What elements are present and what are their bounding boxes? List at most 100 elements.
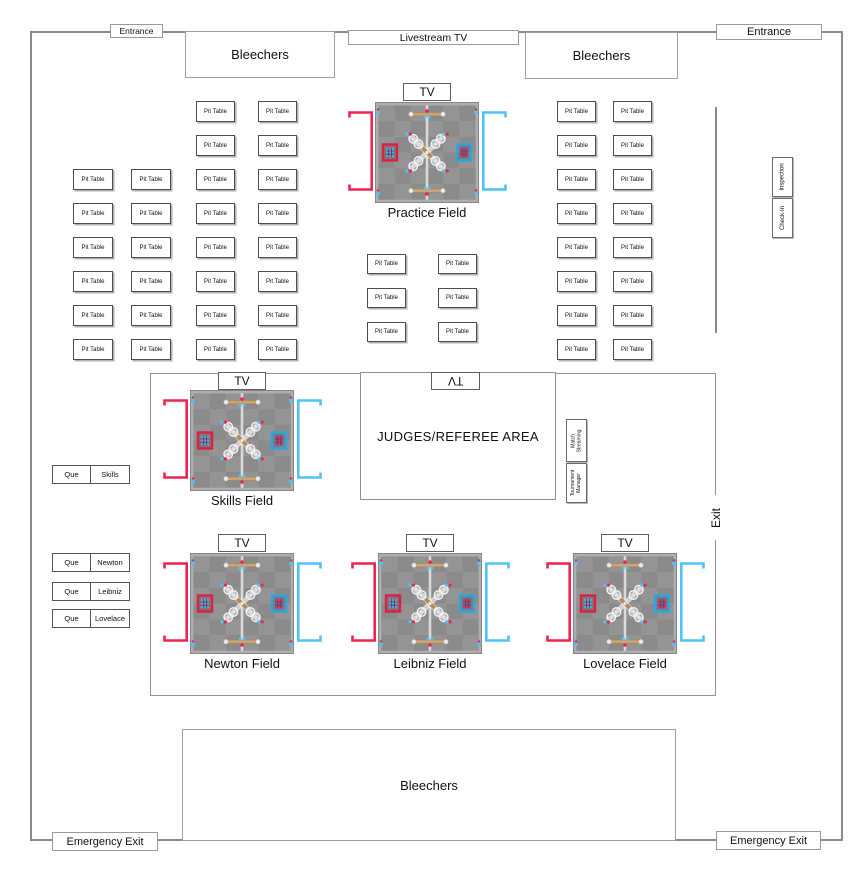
pit-table: Pit Table	[258, 203, 297, 224]
pit-table: Pit Table	[613, 169, 652, 190]
field-name-label: Leibniz Field	[393, 656, 467, 671]
blue-alliance-station	[296, 562, 322, 642]
pit-table-label: Pit Table	[81, 210, 105, 217]
pit-table: Pit Table	[131, 305, 171, 326]
pit-table: Pit Table	[613, 271, 652, 292]
field-graphic	[378, 553, 482, 654]
red-alliance-bracket-icon	[545, 562, 571, 642]
inspection-label: Inspection	[779, 163, 786, 191]
emergency-exit-label-bottom-left: Emergency Exit	[52, 832, 158, 851]
blue-alliance-station	[484, 562, 510, 642]
pit-table-label: Pit Table	[266, 108, 289, 115]
pit-table-label: Pit Table	[266, 312, 289, 319]
field-graphic	[375, 102, 479, 203]
pit-table: Pit Table	[73, 169, 113, 190]
match-streaming-label: Match Streaming	[571, 429, 583, 452]
pit-table-label: Pit Table	[266, 210, 289, 217]
pit-table-label: Pit Table	[204, 244, 227, 251]
check-in-label: Check-In	[779, 205, 786, 231]
queue-cell-destination: Newton	[90, 553, 130, 572]
pit-area-divider-wall	[715, 107, 717, 333]
red-alliance-station	[545, 562, 571, 642]
pit-table: Pit Table	[196, 305, 235, 326]
pit-table-label: Pit Table	[565, 278, 588, 285]
field-practice	[375, 102, 479, 203]
field-tv-label: TV	[419, 85, 435, 99]
blue-alliance-bracket-icon	[296, 562, 322, 642]
field-graphic	[573, 553, 677, 654]
pit-table-label: Pit Table	[266, 244, 289, 251]
blue-alliance-bracket-icon	[484, 562, 510, 642]
pit-table: Pit Table	[613, 305, 652, 326]
pit-table: Pit Table	[196, 339, 235, 360]
pit-table: Pit Table	[557, 101, 596, 122]
pit-table: Pit Table	[258, 237, 297, 258]
field-name-label: Lovelace Field	[583, 656, 667, 671]
pit-table-label: Pit Table	[621, 210, 644, 217]
pit-table: Pit Table	[557, 305, 596, 326]
entrance-label-top-left: Entrance	[110, 24, 163, 38]
tournament-manager-line2: Manager	[576, 473, 583, 493]
pit-table-label: Pit Table	[446, 329, 469, 335]
pit-table: Pit Table	[258, 271, 297, 292]
pit-table-label: Pit Table	[565, 142, 588, 149]
field-tv-label: TV	[234, 374, 250, 388]
pit-table: Pit Table	[196, 237, 235, 258]
pit-table-label: Pit Table	[204, 346, 227, 353]
red-alliance-station	[162, 562, 188, 642]
field-graphic	[190, 390, 294, 491]
judges-referee-area: JUDGES/REFEREE AREA	[360, 372, 556, 500]
pit-table: Pit Table	[557, 203, 596, 224]
pit-table-label: Pit Table	[81, 176, 105, 183]
pit-table-label: Pit Table	[81, 278, 105, 285]
pit-table: Pit Table	[73, 203, 113, 224]
blue-alliance-bracket-icon	[679, 562, 705, 642]
pit-table-label: Pit Table	[621, 244, 644, 251]
pit-table: Pit Table	[367, 288, 406, 308]
pit-table-label: Pit Table	[565, 312, 588, 319]
pit-table: Pit Table	[557, 237, 596, 258]
pit-table: Pit Table	[258, 339, 297, 360]
queue-cell-destination: Skills	[90, 464, 130, 484]
pit-table-label: Pit Table	[375, 261, 398, 267]
pit-table-label: Pit Table	[81, 312, 105, 319]
check-in-station: Check-In	[772, 198, 793, 238]
blue-alliance-bracket-icon	[296, 399, 322, 479]
field-tv-box: TV	[403, 83, 451, 101]
red-alliance-station	[162, 399, 188, 479]
field-tv-label: TV	[234, 535, 250, 550]
queue-cell-que: Que	[52, 553, 91, 572]
tournament-manager-station: Tournament Manager	[566, 463, 587, 503]
pit-table: Pit Table	[131, 339, 171, 360]
pit-table: Pit Table	[73, 271, 113, 292]
pit-table-label: Pit Table	[621, 108, 644, 115]
blue-alliance-bracket-icon	[481, 111, 507, 191]
pit-table: Pit Table	[557, 271, 596, 292]
pit-table-label: Pit Table	[266, 278, 289, 285]
pit-table-label: Pit Table	[621, 346, 644, 353]
pit-table-label: Pit Table	[139, 346, 163, 353]
pit-table: Pit Table	[438, 288, 477, 308]
field-tv-box: TV	[218, 372, 266, 390]
bleachers-top-right: Bleechers	[525, 32, 678, 79]
pit-table-label: Pit Table	[621, 176, 644, 183]
judges-referee-label: JUDGES/REFEREE AREA	[377, 428, 539, 444]
pit-table-label: Pit Table	[621, 278, 644, 285]
inspection-station: Inspection	[772, 157, 793, 197]
field-newton	[190, 553, 294, 654]
field-name-label: Practice Field	[387, 205, 467, 220]
pit-table: Pit Table	[258, 305, 297, 326]
red-alliance-bracket-icon	[347, 111, 373, 191]
emergency-exit-label-bottom-right: Emergency Exit	[716, 831, 821, 850]
field-skills	[190, 390, 294, 491]
queue-cell-destination: Leibniz	[90, 581, 130, 601]
red-alliance-station	[350, 562, 376, 642]
tournament-manager-label: Tournament Manager	[571, 470, 583, 496]
pit-table-label: Pit Table	[204, 278, 227, 285]
red-alliance-station	[347, 111, 373, 191]
pit-table-label: Pit Table	[565, 346, 588, 353]
field-lovelace	[573, 553, 677, 654]
pit-table-label: Pit Table	[204, 142, 227, 149]
field-leibniz	[378, 553, 482, 654]
pit-table-label: Pit Table	[621, 142, 644, 149]
